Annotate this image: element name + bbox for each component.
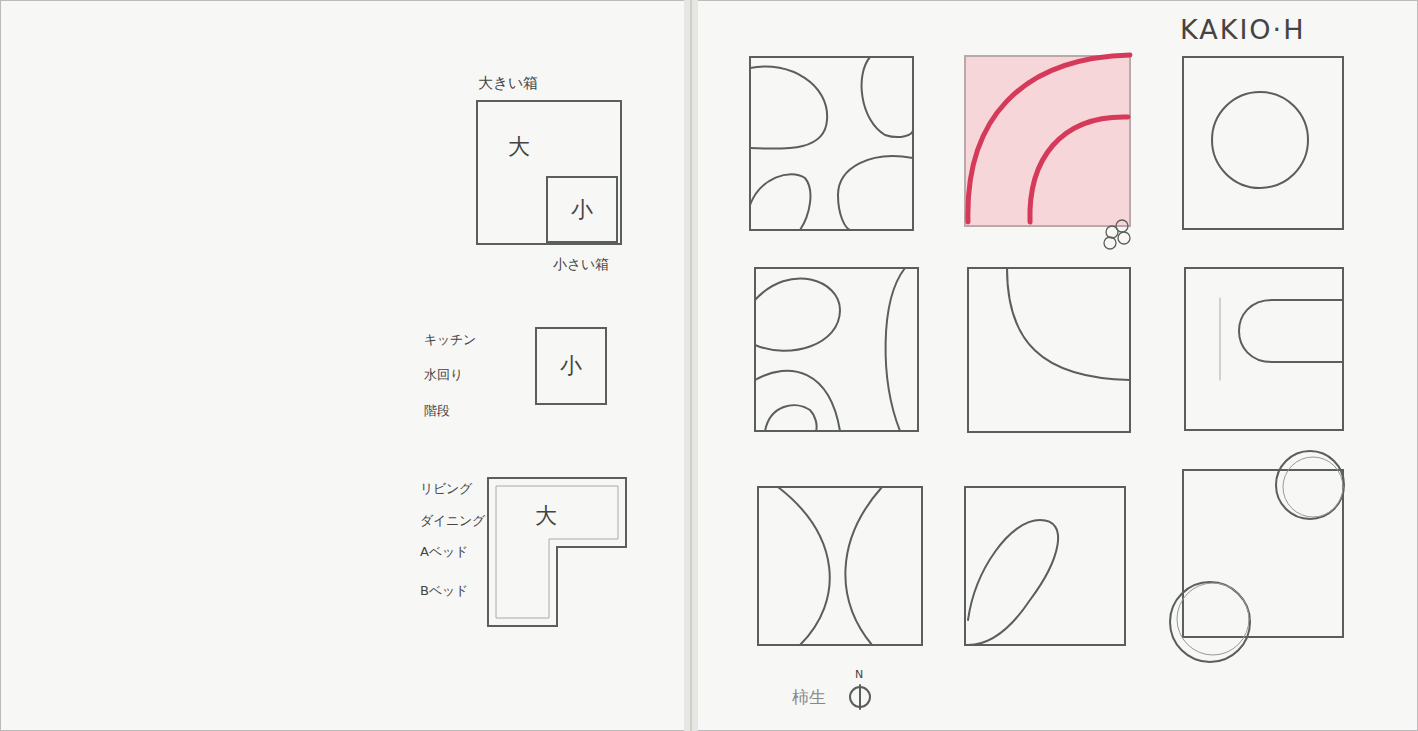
note-label: Bベッド [420,582,468,600]
note-label: リビング [420,480,472,498]
note-label: 柿生 [792,686,826,709]
north-mark: N [855,668,863,681]
square-box: 小 [535,327,607,405]
box-label: 小 [560,351,582,381]
note-label: 小さい箱 [553,256,609,274]
box-label: 大 [535,501,557,531]
square-box: 小 [546,176,618,243]
box-label: 大 [508,132,530,162]
square-box: 大きい箱大小 [476,100,622,245]
note-label: Aベッド [420,543,468,561]
note-label: キッチン [424,331,476,349]
box-label: 小 [571,195,593,225]
box-heading: 大きい箱 [478,74,538,93]
l-shape-outline [487,477,627,627]
note-label: 水回り [424,366,463,384]
l-shaped-box: 大 [487,477,627,627]
sketch-title: KAKIO·H [1180,14,1306,45]
note-label: 階段 [424,402,450,420]
note-label: ダイニング [420,512,485,530]
